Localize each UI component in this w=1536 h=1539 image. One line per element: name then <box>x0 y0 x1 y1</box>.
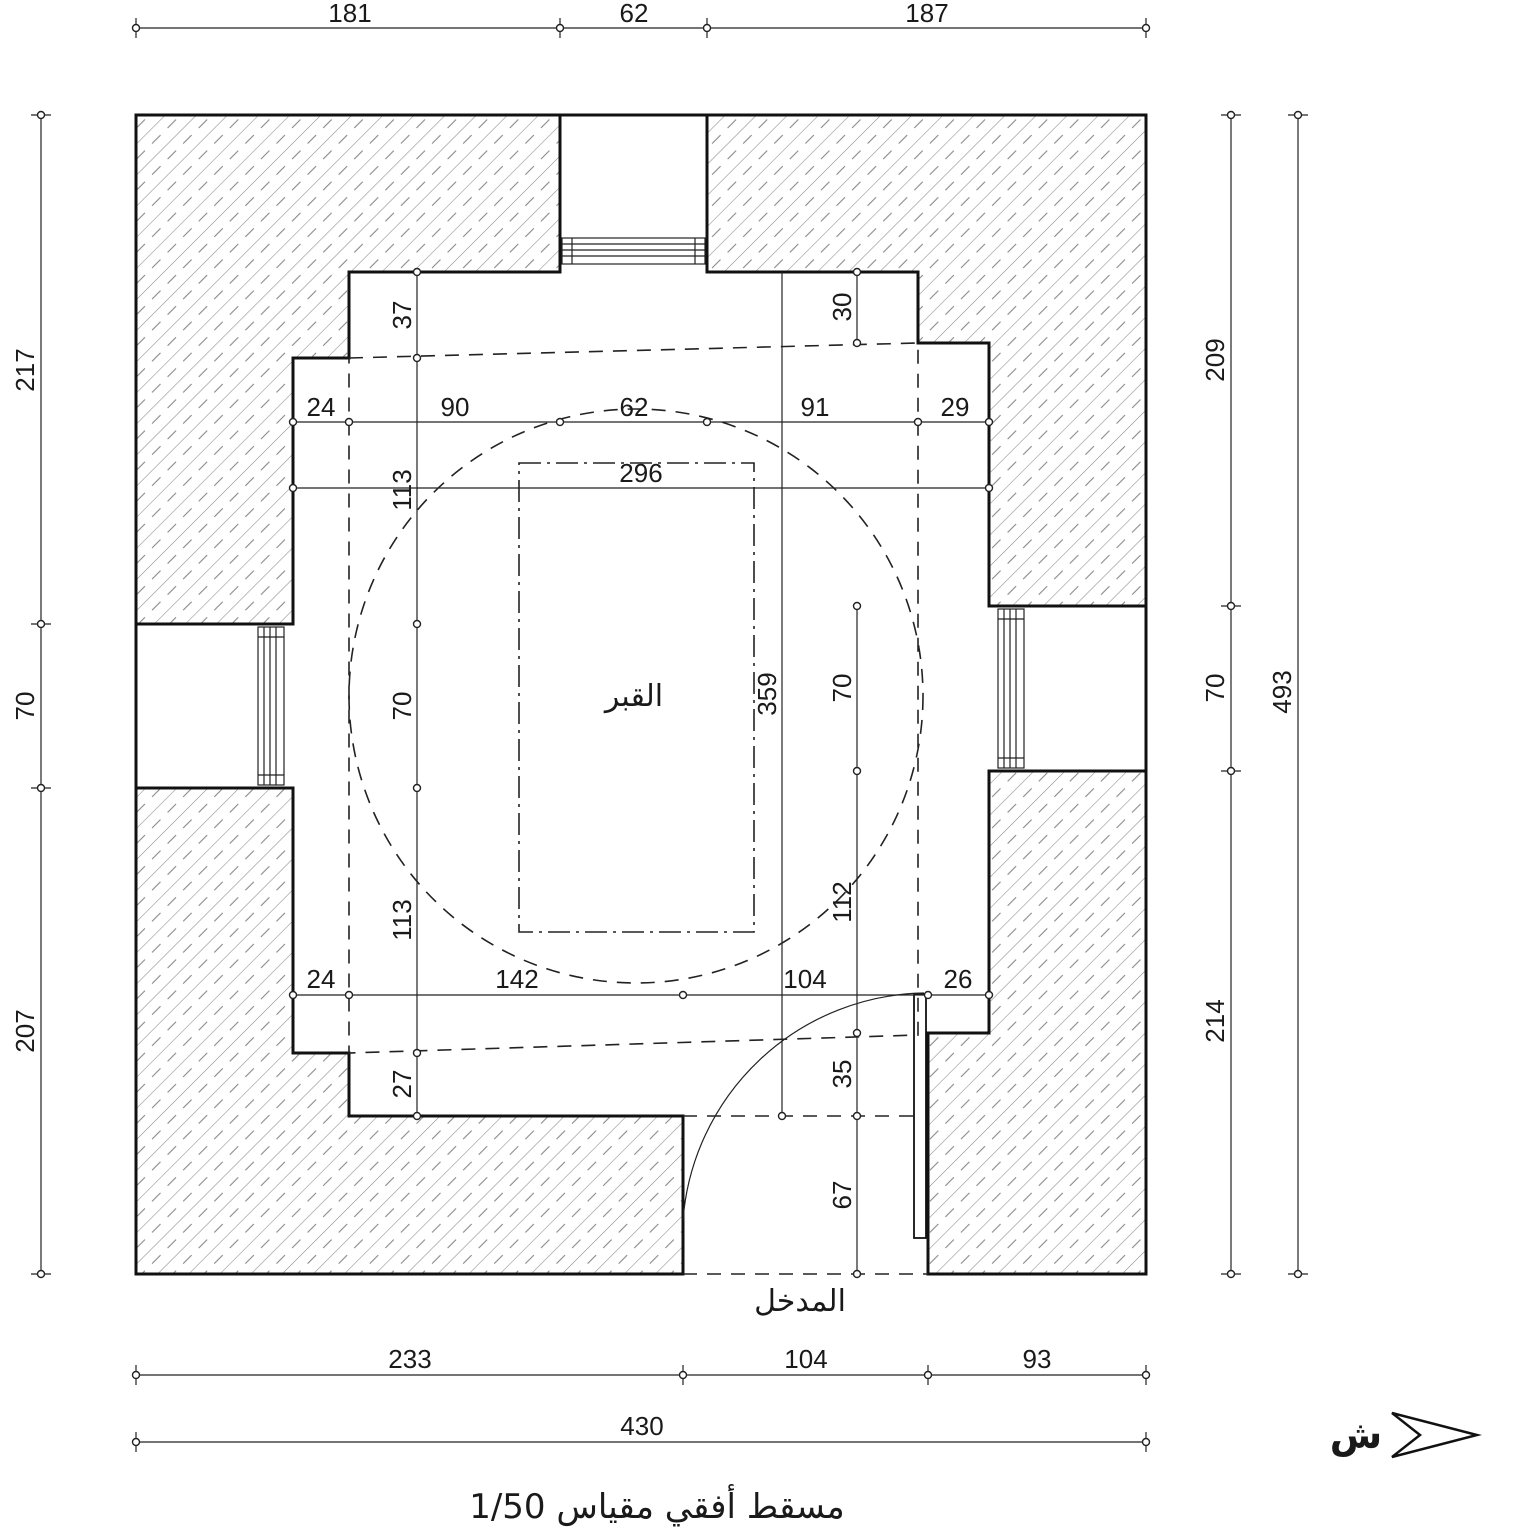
window-left <box>134 624 285 788</box>
drawing-title: مسقط أفقي مقياس 1/50 <box>469 1484 845 1527</box>
dim-top-3: 187 <box>905 0 948 28</box>
dim-int-left-3: 70 <box>387 692 417 721</box>
dim-int-right-4: 35 <box>827 1060 857 1089</box>
dim-int-lower-1: 24 <box>307 964 336 994</box>
dim-left-2: 70 <box>10 692 40 721</box>
dim-int-left-2: 113 <box>387 469 417 510</box>
exterior-dimension-lines <box>31 18 1308 1452</box>
entrance-door <box>682 992 928 1275</box>
dome-projection <box>348 342 924 1054</box>
dim-top-2: 62 <box>620 0 649 28</box>
dim-int-upper-4: 91 <box>801 392 830 422</box>
north-label: ش <box>1330 1413 1382 1457</box>
north-arrow: ش <box>1330 1411 1482 1459</box>
grave-outline <box>518 462 755 933</box>
dim-top-1: 181 <box>328 0 371 28</box>
north-arrow-icon <box>1391 1411 1482 1459</box>
dim-int-upper-2: 90 <box>441 392 470 422</box>
window-top <box>560 113 707 265</box>
dim-int-left-5: 27 <box>387 1070 417 1099</box>
dim-int-left-4: 113 <box>387 899 417 940</box>
wall-upper-right <box>705 113 1148 608</box>
dim-int-lower-2: 142 <box>495 964 538 994</box>
dim-int-width: 296 <box>619 458 662 488</box>
dim-int-right-3: 112 <box>827 881 857 922</box>
dim-right-2: 70 <box>1200 674 1230 703</box>
dim-int-left-1: 37 <box>387 301 417 330</box>
dim-right-1: 209 <box>1200 338 1230 381</box>
dim-bottom-3: 93 <box>1023 1344 1052 1374</box>
dim-right-3: 214 <box>1200 999 1230 1042</box>
wall-upper-left <box>134 113 562 626</box>
window-right <box>997 606 1148 771</box>
dim-left-1: 217 <box>10 348 40 391</box>
dim-int-upper-3: 62 <box>620 392 649 422</box>
interior-dimension-lines <box>293 272 989 1274</box>
dim-int-upper-1: 24 <box>307 392 336 422</box>
dim-int-right-5: 67 <box>827 1181 857 1210</box>
dim-left-3: 207 <box>10 1009 40 1052</box>
wall-lower-right <box>926 769 1148 1276</box>
dim-int-upper-5: 29 <box>941 392 970 422</box>
dim-bottom-2: 104 <box>784 1344 827 1374</box>
dim-int-right-1: 30 <box>827 293 857 322</box>
dim-int-height: 359 <box>752 672 782 715</box>
entrance-label: المدخل <box>754 1284 846 1319</box>
dim-bottom-1: 233 <box>388 1344 431 1374</box>
dim-int-lower-4: 26 <box>944 964 973 994</box>
dim-right-total: 493 <box>1267 670 1297 713</box>
dim-int-right-2: 70 <box>827 674 857 703</box>
dim-int-lower-3: 104 <box>783 964 826 994</box>
room-label: القبر <box>603 679 663 714</box>
wall-lower-left <box>134 786 685 1276</box>
dim-bottom-total: 430 <box>620 1411 663 1441</box>
